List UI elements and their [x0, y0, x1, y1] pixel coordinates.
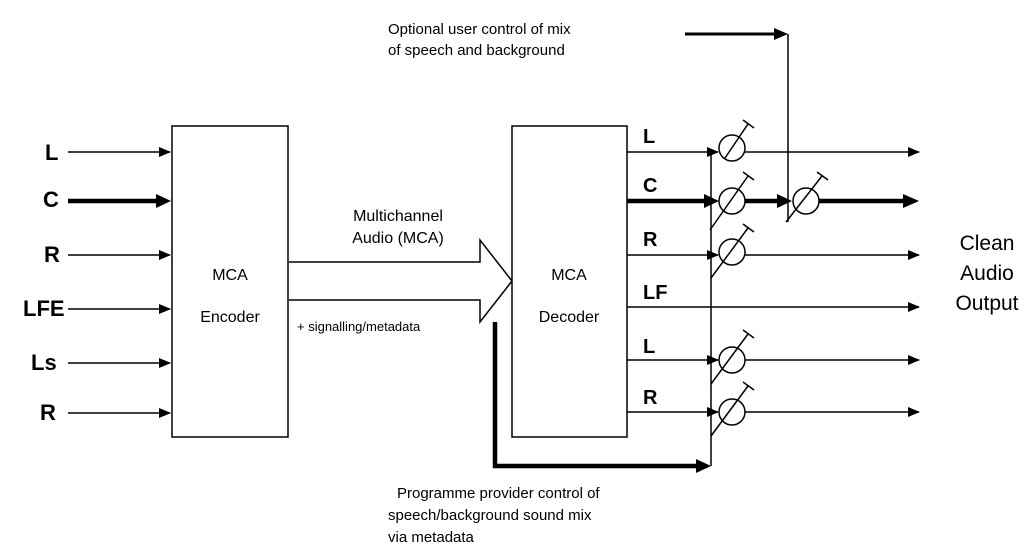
user-control-label-line2: of speech and background — [388, 42, 565, 59]
channel-ls-row — [627, 329, 920, 385]
output-label-line3: Output — [955, 292, 1018, 315]
channel-c-row — [627, 171, 919, 231]
decoder-output-label-c: C — [643, 175, 657, 197]
decoder-label-line2: Decoder — [539, 309, 600, 326]
provider-control-label-line3: via metadata — [388, 529, 475, 546]
decoder-output-label-l: L — [643, 126, 655, 148]
mca-label-line1: Multichannel — [353, 208, 443, 225]
gain-control-user-mix — [792, 187, 820, 215]
input-label-c: C — [43, 187, 59, 212]
input-label-r-surround: R — [40, 400, 56, 425]
gain-control-r — [718, 238, 746, 266]
decoder-label-line1: MCA — [551, 267, 587, 284]
mca-hollow-arrow — [289, 237, 513, 325]
encoder-label-line1: MCA — [212, 267, 248, 284]
gain-control-c — [718, 187, 746, 215]
gain-control-l — [718, 134, 746, 162]
input-label-lfe: LFE — [23, 296, 65, 321]
metadata-path-line — [492, 322, 696, 469]
encoder-label-line2: Encoder — [200, 309, 260, 326]
user-control-arrowhead — [774, 28, 788, 40]
user-control-label-line1: Optional user control of mix — [388, 21, 571, 38]
decoder-output-label-r: R — [643, 229, 658, 251]
provider-control-label-line2: speech/background sound mix — [388, 507, 592, 524]
input-label-ls: Ls — [31, 350, 57, 375]
mca-label-line2: Audio (MCA) — [352, 230, 444, 247]
signalling-label: + signalling/metadata — [297, 319, 421, 334]
input-label-r: R — [44, 242, 60, 267]
mca-encoder-box — [171, 125, 289, 438]
input-arrowhead-c — [156, 194, 171, 208]
output-label-line1: Clean — [960, 232, 1015, 255]
channel-l-row — [627, 119, 920, 162]
metadata-path-arrowhead — [696, 459, 711, 473]
channel-rs-row — [627, 381, 920, 437]
output-label-line2: Audio — [960, 262, 1014, 285]
channel-r-row — [627, 223, 920, 279]
input-label-l: L — [45, 140, 58, 165]
decoder-output-label-ls: L — [643, 336, 655, 358]
decoder-output-label-rs: R — [643, 387, 658, 409]
mca-decoder-box — [511, 125, 628, 438]
provider-control-label-line1: Programme provider control of — [397, 485, 600, 502]
decoder-output-label-lf: LF — [643, 282, 667, 304]
